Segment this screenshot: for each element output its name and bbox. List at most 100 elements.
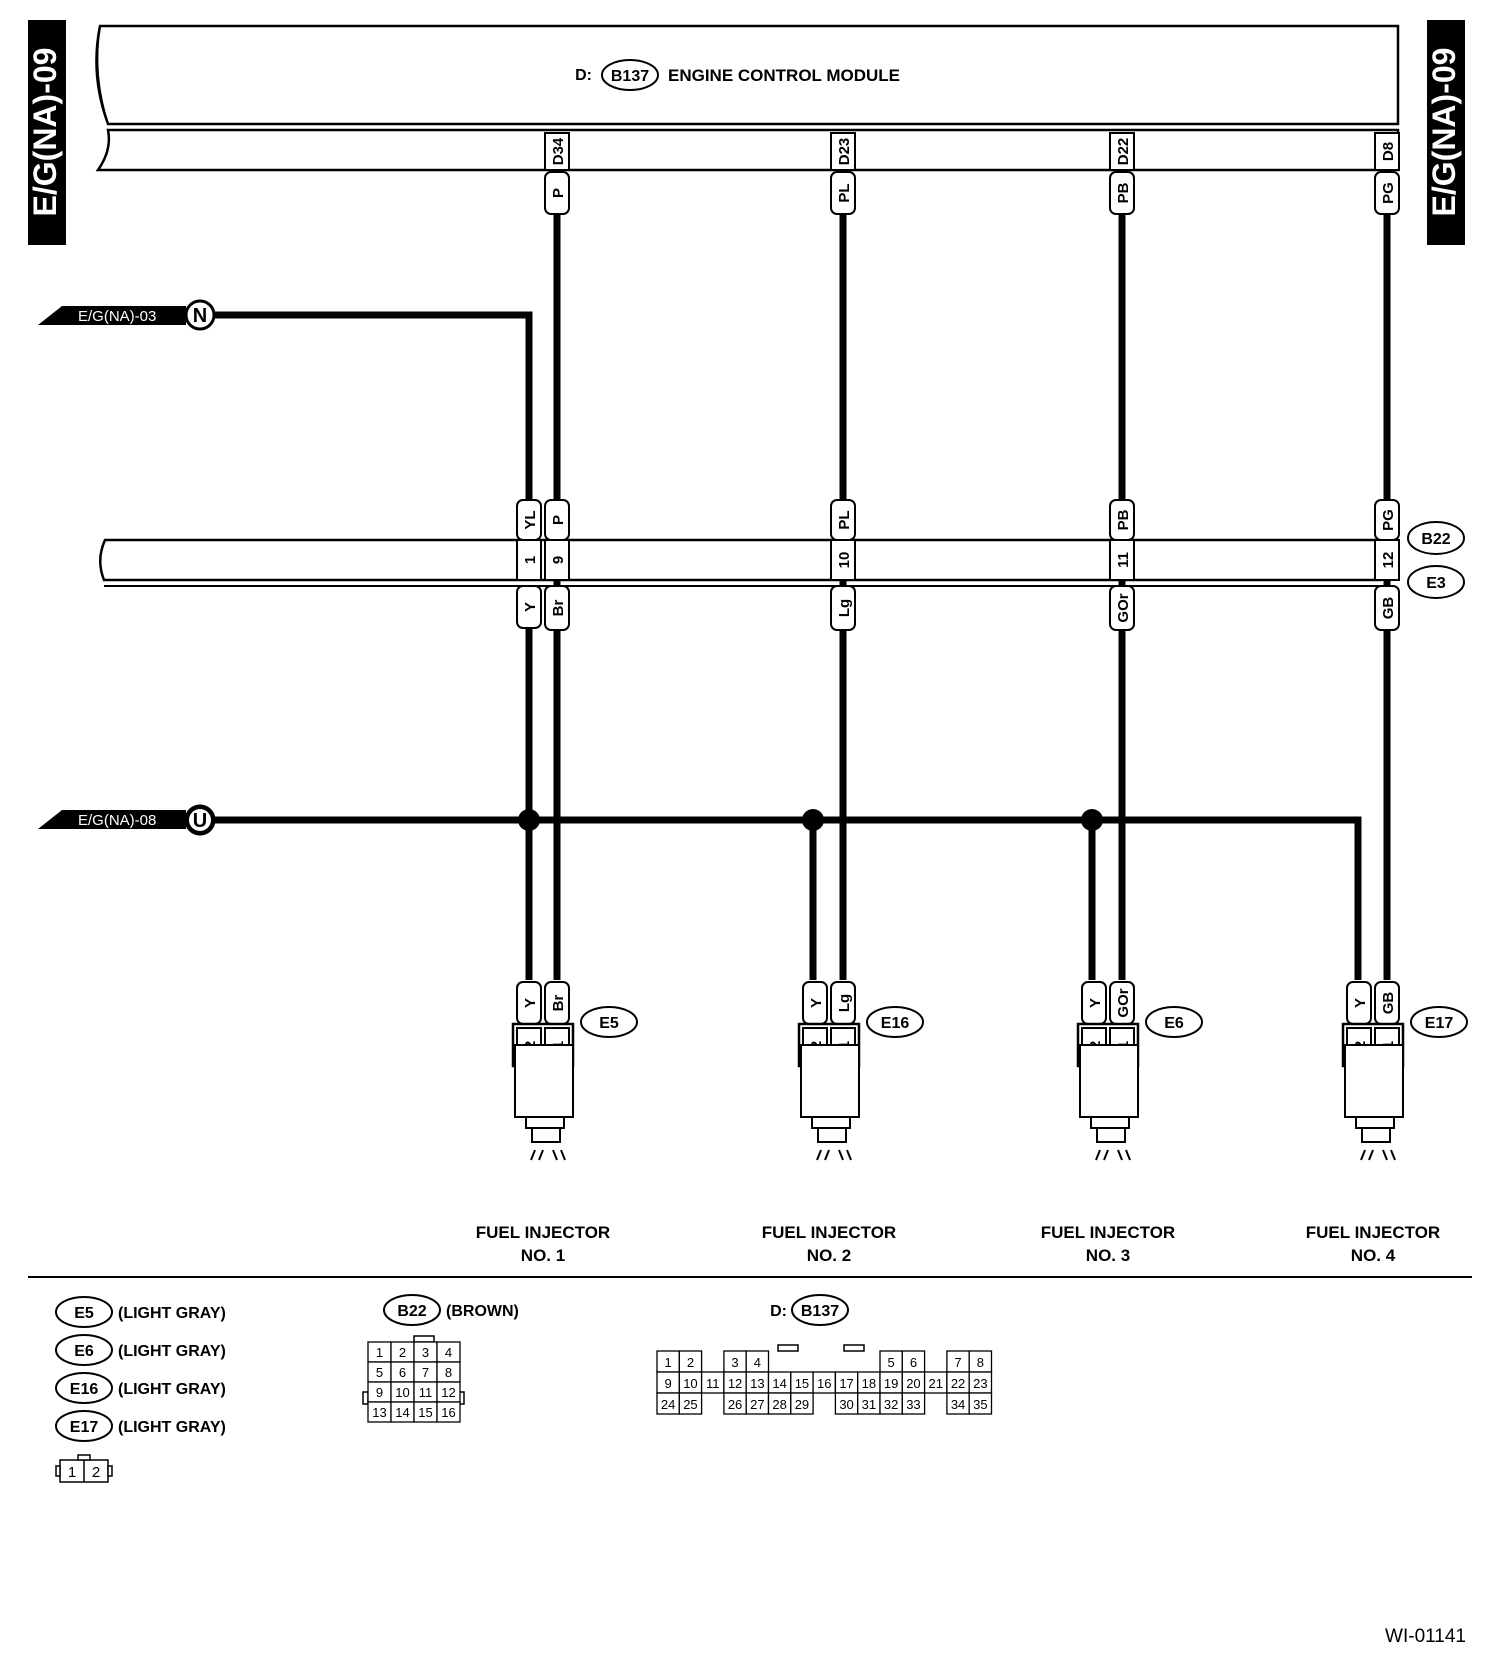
injector-name-4: FUEL INJECTOR xyxy=(1306,1223,1440,1242)
ecm-module: D: B137 ENGINE CONTROL MODULE xyxy=(95,24,1400,172)
b137-cell: 29 xyxy=(790,1392,814,1415)
b137-cell: 35 xyxy=(968,1392,993,1415)
b22-cell-text: 11 xyxy=(419,1385,433,1400)
inj-conn-code-3: E6 xyxy=(1164,1015,1184,1032)
ecm-title: ENGINE CONTROL MODULE xyxy=(668,66,900,85)
b22-pin-2: 10 xyxy=(830,539,856,581)
inj-conn-code-4: E17 xyxy=(1425,1015,1454,1032)
ecm-pin-4-text: D8 xyxy=(1380,142,1397,161)
inj-feed-wire-2-text: Y xyxy=(808,998,825,1008)
b22-pin-1: 9 xyxy=(544,539,570,581)
b22-pin-2-text: 10 xyxy=(836,552,853,569)
ecm-wire-1-text: P xyxy=(550,188,567,198)
b22-cell-text: 16 xyxy=(441,1405,455,1420)
ref-u[interactable]: E/G(NA)-08 U xyxy=(38,804,216,836)
legend-2pin-2: 2 xyxy=(92,1464,100,1481)
feed-labels: YL 1 Y xyxy=(516,499,542,629)
b137-cell: 32 xyxy=(879,1392,903,1415)
side-tag-right-text: E/G(NA)-09 xyxy=(1426,48,1462,217)
e3-wire-4-text: GB xyxy=(1380,597,1397,620)
inj-feed-wire-1-text: Y xyxy=(522,998,539,1008)
b137-cell: 3 xyxy=(723,1350,747,1373)
b137-cell-text: 14 xyxy=(772,1376,786,1391)
b22-cell-text: 1 xyxy=(376,1345,383,1360)
b22-wire-2-text: PL xyxy=(836,510,853,529)
b137-cell: 2 xyxy=(678,1350,703,1373)
junction-3 xyxy=(1081,809,1103,831)
legend-b137-code: B137 xyxy=(801,1303,839,1320)
b137-cell: 21 xyxy=(923,1371,948,1394)
legend-b22-code: B22 xyxy=(397,1303,426,1320)
ecm-pin-2-text: D23 xyxy=(836,138,853,166)
b137-cell-text: 25 xyxy=(683,1397,697,1412)
b22-cell-text: 7 xyxy=(422,1365,429,1380)
ecm-wire-2: PL xyxy=(830,171,856,215)
ecm-wire-2-text: PL xyxy=(836,183,853,202)
injector-name-3: FUEL INJECTOR xyxy=(1041,1223,1175,1242)
inj-sig-wire-2: Lg xyxy=(830,981,856,1025)
b137-cell: 19 xyxy=(879,1371,903,1394)
b22-cell: 13 xyxy=(367,1401,392,1423)
b137-cell: 30 xyxy=(834,1392,859,1415)
b137-cell-text: 5 xyxy=(888,1355,895,1370)
b137-cell-text: 15 xyxy=(795,1376,809,1391)
b137-cell: 17 xyxy=(834,1371,859,1394)
inj-sig-wire-4: GB xyxy=(1374,981,1400,1025)
b137-cell-text: 35 xyxy=(973,1397,987,1412)
b22-cell-text: 8 xyxy=(445,1365,452,1380)
b137-cell-text: 11 xyxy=(706,1376,720,1391)
b137-cell: 13 xyxy=(745,1371,770,1394)
b22-cell: 9 xyxy=(367,1381,392,1403)
side-tag-right: E/G(NA)-09 xyxy=(1426,20,1465,245)
b137-cell-text: 34 xyxy=(951,1397,965,1412)
b22-label: B22 xyxy=(1421,531,1450,548)
inj-conn-code-1: E5 xyxy=(599,1015,619,1032)
b137-cell-text: 7 xyxy=(954,1355,961,1370)
b137-cell-text: 33 xyxy=(906,1397,920,1412)
feed-lower-wire: Y xyxy=(522,602,539,612)
b22-cell-text: 5 xyxy=(376,1365,383,1380)
b137-cell: 22 xyxy=(946,1371,970,1394)
side-tag-left: E/G(NA)-09 xyxy=(27,20,66,245)
inj-conn-code-2: E16 xyxy=(881,1015,910,1032)
legend-e6-color: (LIGHT GRAY) xyxy=(118,1343,226,1360)
b137-cell: 15 xyxy=(790,1371,814,1394)
b22-cell-text: 14 xyxy=(395,1405,409,1420)
inj-conn-oval-2 xyxy=(866,1006,924,1038)
b137-cell-text: 29 xyxy=(795,1397,809,1412)
feed-pin: 1 xyxy=(522,556,539,564)
b22-cell: 15 xyxy=(413,1401,438,1423)
b22-cell-text: 6 xyxy=(399,1365,406,1380)
connector-bar: B22 E3 xyxy=(99,521,1465,599)
b22-pin-3: 11 xyxy=(1109,539,1135,581)
b22-cell: 10 xyxy=(390,1381,415,1403)
b137-cell-text: 22 xyxy=(951,1376,965,1391)
inj-conn-oval-1 xyxy=(580,1006,638,1038)
inj-sig-wire-3: GOr xyxy=(1109,981,1135,1025)
b22-cell: 8 xyxy=(436,1361,461,1383)
b22-pin-1-text: 9 xyxy=(550,556,567,564)
injector-body-1 xyxy=(514,1044,574,1161)
b137-cell: 4 xyxy=(745,1350,770,1373)
ecm-pin-1: D34 xyxy=(544,132,570,171)
inj-feed-wire-4-text: Y xyxy=(1352,998,1369,1008)
b22-wire-2: PL xyxy=(830,499,856,541)
legend-e5-color: (LIGHT GRAY) xyxy=(118,1305,226,1322)
inj-sig-wire-4-text: GB xyxy=(1380,992,1397,1015)
legend-e17: E17 xyxy=(70,1419,99,1436)
b22-pin-3-text: 11 xyxy=(1115,552,1132,568)
ref-u-text: E/G(NA)-08 xyxy=(78,812,156,829)
b137-cell-text: 17 xyxy=(839,1376,853,1391)
inj-conn-oval-4 xyxy=(1410,1006,1468,1038)
ecm-wire-1: P xyxy=(544,171,570,215)
ref-n[interactable]: E/G(NA)-03 N xyxy=(38,299,216,331)
e3-wire-2-text: Lg xyxy=(836,599,853,617)
b137-cell: 34 xyxy=(946,1392,970,1415)
b137-cell: 26 xyxy=(723,1392,747,1415)
e3-wire-1-text: Br xyxy=(550,600,567,617)
b22-cell: 3 xyxy=(413,1341,438,1363)
b22-cell: 6 xyxy=(390,1361,415,1383)
ecm-code-oval xyxy=(601,59,659,91)
